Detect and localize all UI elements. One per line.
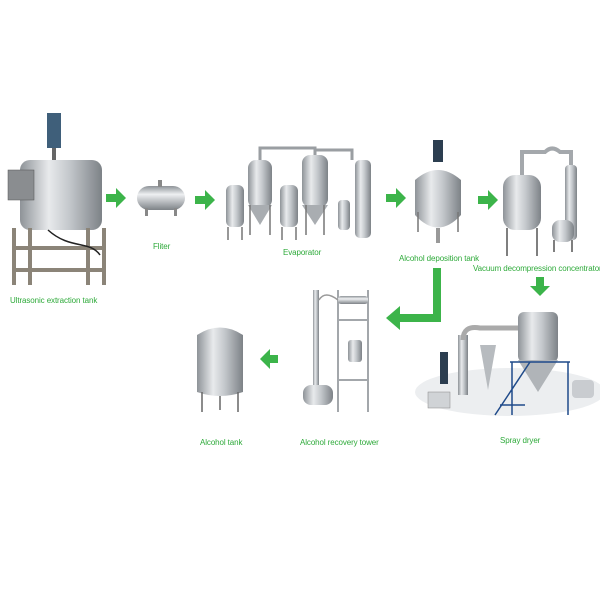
label-filter: Fliter	[153, 242, 171, 251]
label-alcohol-deposition-tank: Alcohol deposition tank	[399, 254, 479, 263]
arrow-left-icon	[260, 349, 278, 369]
alcohol-deposition-tank-image	[415, 140, 461, 243]
label-ultrasonic-extraction-tank: Ultrasonic extraction tank	[10, 296, 98, 305]
evaporator-image	[226, 146, 371, 240]
alcohol-recovery-tower-image	[303, 290, 369, 412]
arrow-elbow-left-icon	[386, 268, 441, 330]
spray-dryer-image	[415, 312, 600, 416]
label-alcohol-recovery-tower: Alcohol recovery tower	[300, 438, 379, 447]
arrow-right-icon	[478, 190, 498, 210]
label-alcohol-tank: Alcohol tank	[200, 438, 243, 447]
alcohol-tank-image	[197, 327, 243, 412]
label-spray-dryer: Spray dryer	[500, 436, 541, 445]
ultrasonic-extraction-tank-image	[7, 113, 106, 285]
arrow-right-icon	[106, 188, 126, 208]
arrow-right-icon	[195, 190, 215, 210]
label-vacuum-decompression-concentrator: Vacuum decompression concentrator	[473, 264, 600, 273]
vacuum-decompression-concentrator-image	[503, 146, 577, 256]
filter-image	[137, 180, 185, 216]
label-evaporator: Evaporator	[283, 248, 322, 257]
flow-arrows	[106, 188, 550, 369]
arrow-down-icon	[530, 277, 550, 296]
arrow-right-icon	[386, 188, 406, 208]
